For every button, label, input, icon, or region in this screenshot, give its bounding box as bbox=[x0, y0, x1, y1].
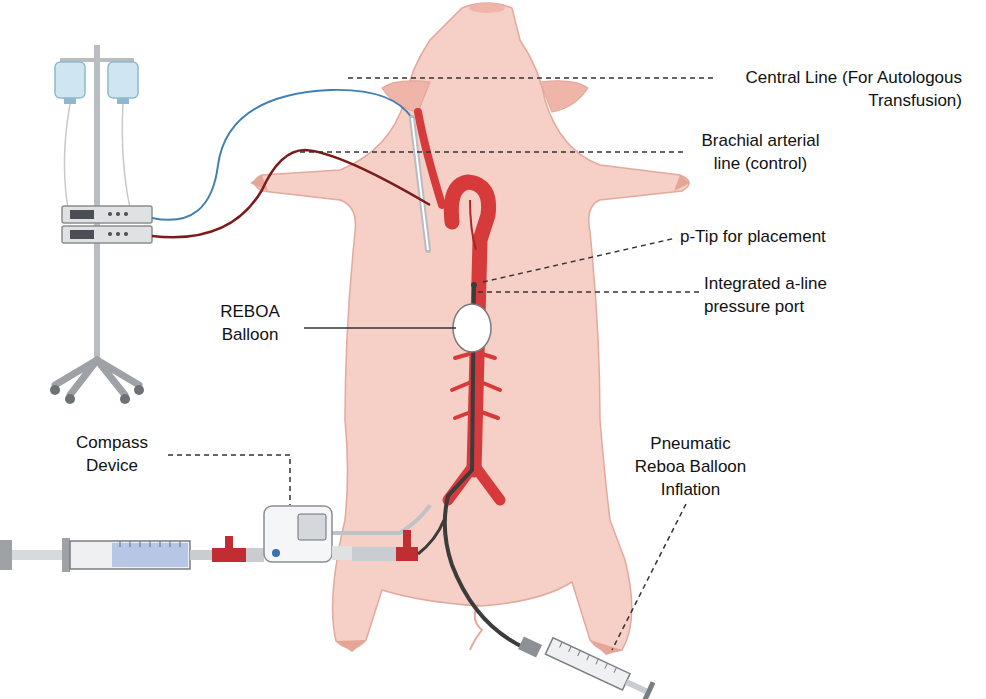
brachial-line-tubing bbox=[152, 150, 430, 237]
inflation-syringe-part bbox=[518, 636, 542, 657]
pig-body-part bbox=[255, 3, 690, 652]
aorta-part bbox=[448, 465, 500, 500]
pig-body-part bbox=[674, 175, 690, 191]
inflation-syringe-part bbox=[625, 679, 647, 694]
iv-pole bbox=[50, 45, 144, 404]
compass-assembly-part bbox=[12, 550, 62, 560]
compass-assembly-part bbox=[62, 538, 70, 572]
inflation-syringe bbox=[518, 636, 655, 699]
compass-assembly-part bbox=[418, 520, 444, 554]
infusion-pumps bbox=[62, 206, 152, 243]
compass-assembly-part bbox=[332, 546, 352, 560]
iv-bags-part bbox=[64, 104, 130, 208]
leader-lines-part bbox=[483, 238, 676, 282]
callout-label: Integrated a-line pressure port bbox=[704, 272, 844, 318]
iv-bags-part bbox=[55, 62, 85, 98]
compass-assembly-part bbox=[272, 549, 280, 557]
infusion-pumps-part bbox=[124, 212, 128, 216]
compass-assembly-part bbox=[225, 536, 233, 556]
leader-lines bbox=[168, 78, 716, 650]
reboa-catheter-part bbox=[471, 282, 477, 288]
infusion-pumps-part bbox=[108, 212, 112, 216]
compass-assembly-part bbox=[330, 505, 430, 533]
iv-bags-part bbox=[64, 98, 76, 104]
inflation-syringe-part bbox=[545, 638, 630, 690]
leader-lines-part bbox=[168, 455, 290, 505]
iv-bags bbox=[55, 62, 138, 208]
aorta-part bbox=[470, 200, 476, 250]
inflation-syringe-part bbox=[560, 642, 617, 673]
brachial-line-tubing-part bbox=[152, 150, 430, 237]
leader-lines-part bbox=[304, 327, 456, 329]
infusion-pumps-part bbox=[116, 232, 120, 236]
inflation-syringe-part bbox=[545, 636, 656, 699]
central-line-tubing bbox=[152, 90, 428, 250]
reboa-catheter-part bbox=[453, 304, 491, 352]
compass-assembly-part bbox=[298, 514, 326, 540]
compass-assembly-part bbox=[120, 541, 180, 547]
compass-assembly-part bbox=[70, 541, 190, 569]
iv-pole-part bbox=[55, 360, 139, 395]
iv-pole-part bbox=[120, 394, 130, 404]
reboa-catheter bbox=[445, 282, 525, 648]
pig-body-part bbox=[469, 3, 505, 13]
reboa-catheter-part bbox=[445, 285, 525, 648]
infusion-pumps-part bbox=[70, 230, 94, 239]
infusion-pumps-part bbox=[108, 232, 112, 236]
pig-body-part bbox=[590, 640, 622, 655]
iv-pole-part bbox=[65, 394, 75, 404]
callout-label: Pneumatic Reboa Balloon Inflation bbox=[628, 432, 753, 501]
central-line-tubing-part bbox=[412, 118, 428, 250]
pig-body-part bbox=[336, 640, 366, 652]
central-line-tubing-part bbox=[152, 90, 412, 220]
compass-assembly-part bbox=[190, 550, 212, 560]
compass-assembly-part bbox=[0, 540, 12, 570]
leader-lines-part bbox=[348, 77, 716, 79]
callout-label: Central Line (For Autologous Transfusion… bbox=[712, 66, 962, 112]
iv-bags-part bbox=[117, 98, 129, 104]
pig-body-part bbox=[540, 81, 588, 112]
infusion-pumps-part bbox=[70, 210, 94, 219]
iv-pole-part bbox=[134, 385, 144, 395]
iv-pole-part bbox=[50, 385, 60, 395]
pig-body bbox=[250, 3, 690, 655]
infusion-pumps-part bbox=[116, 212, 120, 216]
central-line-tubing-part bbox=[412, 118, 428, 250]
callout-label: p-Tip for placement bbox=[680, 225, 826, 248]
infusion-pumps-part bbox=[62, 206, 152, 223]
leader-lines-part bbox=[612, 504, 686, 650]
compass-assembly bbox=[0, 505, 444, 572]
callout-label: Compass Device bbox=[62, 431, 162, 477]
pig-body-part bbox=[382, 81, 430, 112]
leader-lines-part bbox=[478, 291, 699, 293]
iv-bags-part bbox=[108, 62, 138, 98]
inflation-syringe-part bbox=[642, 681, 656, 699]
infusion-pumps-part bbox=[124, 232, 128, 236]
callout-label: REBOA Balloon bbox=[205, 300, 295, 346]
aorta-part bbox=[452, 352, 500, 418]
iv-pole-part bbox=[94, 45, 100, 365]
aorta bbox=[418, 112, 500, 500]
compass-assembly-part bbox=[264, 506, 332, 562]
compass-assembly-part bbox=[403, 530, 411, 550]
leader-lines-part bbox=[300, 151, 684, 153]
infusion-pumps-part bbox=[62, 226, 152, 243]
compass-assembly-part bbox=[246, 548, 264, 562]
callout-label: Brachial arterial line (control) bbox=[688, 129, 833, 175]
